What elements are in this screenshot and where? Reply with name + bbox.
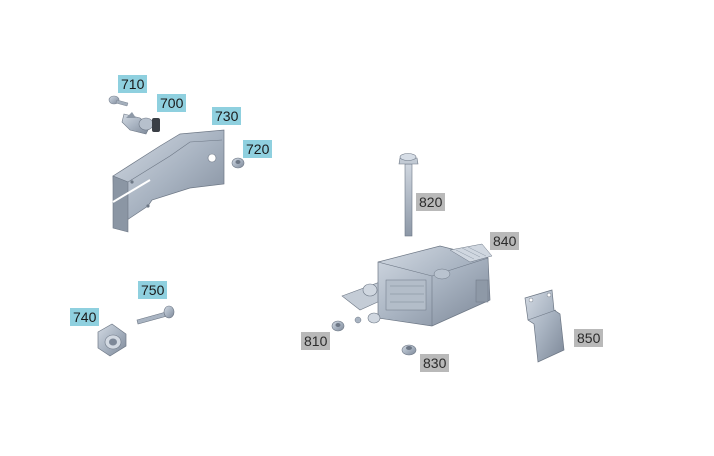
part-810-nut <box>331 320 345 332</box>
callout-820[interactable]: 820 <box>416 193 446 211</box>
callout-840[interactable]: 840 <box>490 232 520 250</box>
part-750-bolt <box>136 305 175 325</box>
part-740-bushing <box>97 323 127 357</box>
callout-700[interactable]: 700 <box>157 94 187 112</box>
part-840-control-block <box>341 243 493 327</box>
part-710-screw <box>108 95 129 107</box>
callout-720[interactable]: 720 <box>243 140 273 158</box>
callout-810[interactable]: 810 <box>301 332 331 350</box>
callout-830[interactable]: 830 <box>420 354 450 372</box>
part-820-long-bolt <box>398 153 419 237</box>
callout-850[interactable]: 850 <box>574 329 604 347</box>
part-830-nut <box>401 344 417 356</box>
callout-740[interactable]: 740 <box>70 308 100 326</box>
part-700-connector <box>121 112 160 135</box>
callout-730[interactable]: 730 <box>212 107 242 125</box>
callout-750[interactable]: 750 <box>138 281 168 299</box>
part-730-bracket <box>112 129 225 233</box>
callout-710[interactable]: 710 <box>118 75 148 93</box>
part-850-bracket <box>524 289 565 363</box>
part-720-nut <box>231 157 245 169</box>
